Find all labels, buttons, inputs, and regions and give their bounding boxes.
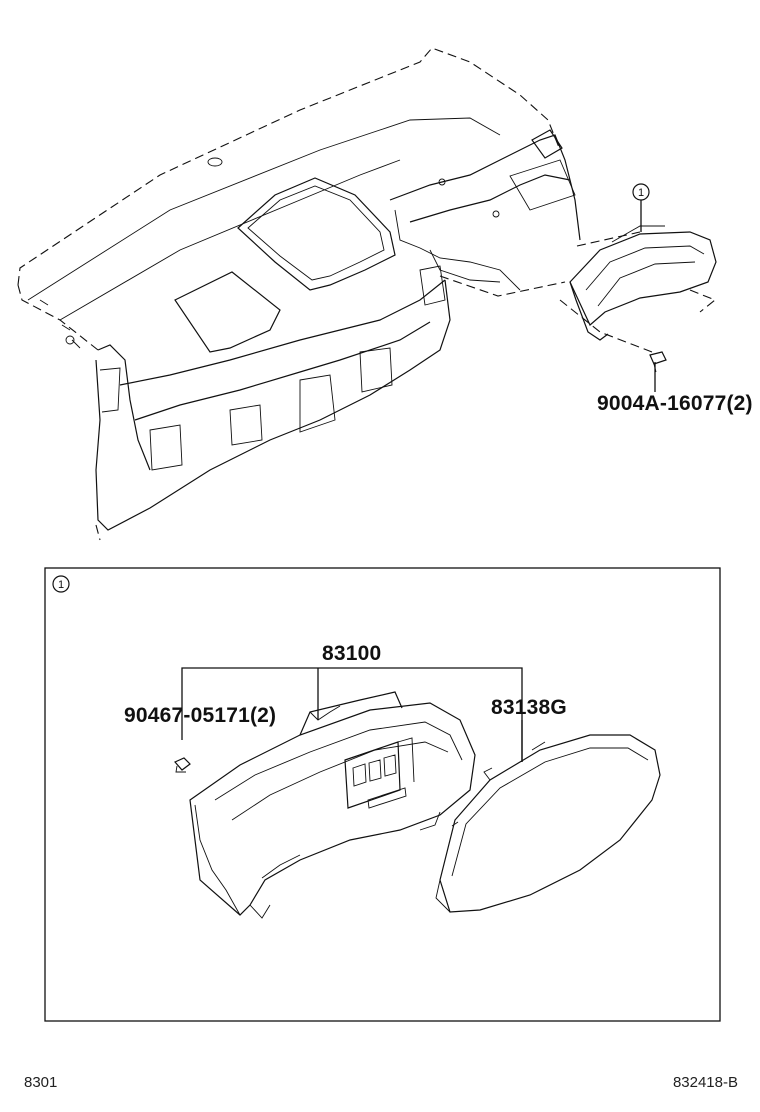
combination-meter-illustration [189, 691, 476, 919]
detail-box [44, 567, 721, 1022]
meter-assy-small-illustration [569, 225, 717, 341]
label-bolt-screw: 9004A-16077(2) [597, 392, 753, 415]
glass-lens-illustration [435, 734, 661, 913]
label-glass-lens: 83138G [491, 696, 567, 719]
figure-code-right: 832418-B [672, 1074, 738, 1091]
clip-icon [174, 757, 191, 773]
callout-marker-upper: 1 [632, 183, 650, 232]
svg-text:1: 1 [58, 579, 64, 591]
screw-icon [649, 351, 667, 373]
figure-code-left: 8301 [24, 1074, 58, 1091]
instrument-panel-illustration [17, 47, 717, 541]
leader-meter-assy [181, 667, 523, 762]
svg-text:1: 1 [638, 187, 644, 199]
label-meter-assy: 83100 [322, 642, 381, 665]
callout-marker-detail: 1 [52, 575, 70, 593]
label-clip: 90467-05171(2) [124, 704, 276, 727]
